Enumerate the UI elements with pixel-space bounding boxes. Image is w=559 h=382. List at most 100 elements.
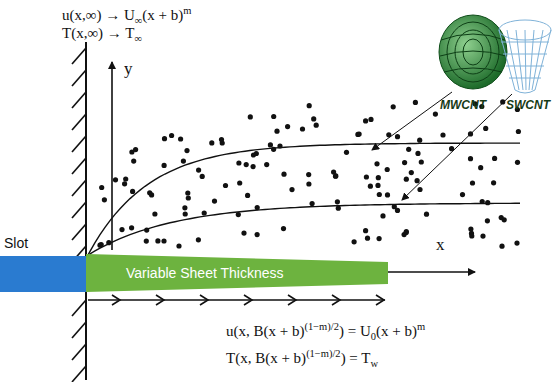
nanoparticle bbox=[147, 190, 152, 195]
nanoparticle bbox=[248, 114, 253, 119]
math-text: x bbox=[436, 235, 445, 254]
nanoparticle bbox=[391, 104, 396, 109]
nanoparticle bbox=[365, 236, 370, 241]
nanoparticle bbox=[516, 129, 521, 134]
math-text: SWCNT bbox=[506, 98, 550, 112]
subscript: ∞ bbox=[135, 15, 143, 26]
nanoparticle bbox=[413, 100, 418, 105]
nanoparticle bbox=[363, 228, 368, 233]
math-text: y bbox=[124, 59, 133, 78]
nanoparticle bbox=[468, 131, 473, 136]
nanoparticle bbox=[236, 160, 241, 165]
stretching-arrows bbox=[88, 295, 385, 305]
nanoparticle bbox=[415, 178, 420, 183]
nanoparticle bbox=[133, 147, 138, 152]
nanoparticle bbox=[220, 140, 225, 145]
sheet-label: Variable Sheet Thickness bbox=[126, 265, 283, 281]
nanoparticle bbox=[363, 118, 368, 123]
nanoparticle bbox=[336, 206, 341, 211]
nanoparticle bbox=[499, 215, 504, 220]
nanoparticle bbox=[307, 103, 312, 108]
nanoparticle bbox=[364, 174, 369, 179]
subscript: 0 bbox=[371, 331, 376, 342]
nanoparticle bbox=[385, 167, 390, 172]
nanoparticle bbox=[424, 212, 429, 217]
nanoparticle bbox=[417, 138, 422, 143]
nanoparticle bbox=[200, 174, 205, 179]
nanoparticle bbox=[460, 192, 465, 197]
nanoparticle bbox=[196, 168, 201, 173]
equation: T(x,∞) → T∞ bbox=[62, 24, 142, 48]
nanoparticle bbox=[144, 228, 149, 233]
superscript: m bbox=[417, 321, 425, 332]
mwcnt-icon bbox=[439, 15, 507, 89]
nanoparticle bbox=[277, 143, 282, 148]
nanoparticle bbox=[281, 172, 286, 177]
math-text: ) = U bbox=[339, 323, 371, 339]
swcnt-icon bbox=[499, 20, 551, 93]
x-axis bbox=[388, 271, 475, 273]
nanoparticle bbox=[236, 212, 241, 217]
subscript: w bbox=[370, 358, 378, 369]
nanoparticle bbox=[176, 243, 181, 248]
nanoparticle bbox=[500, 99, 505, 104]
nanoparticle bbox=[311, 116, 316, 121]
superscript: (1−m)/2 bbox=[306, 348, 341, 359]
nanoparticle bbox=[119, 227, 124, 232]
slot-label: Slot bbox=[4, 235, 28, 251]
nanoparticle bbox=[417, 187, 422, 192]
superscript: (1−m)/2 bbox=[304, 321, 339, 332]
nanoparticle bbox=[223, 183, 228, 188]
nanoparticle bbox=[499, 244, 504, 249]
nanoparticle bbox=[409, 170, 414, 175]
equation: T(x, B(x + b)(1−m)/2) = Tw bbox=[226, 345, 378, 373]
nanoparticle bbox=[480, 199, 485, 204]
nanoparticle bbox=[380, 213, 385, 218]
material-label: MWCNT bbox=[440, 96, 486, 114]
nanoparticle bbox=[306, 181, 311, 186]
nanoparticle bbox=[102, 197, 107, 202]
nanoparticle bbox=[244, 162, 249, 167]
nanoparticle bbox=[352, 239, 357, 244]
math-text: u(x, B(x + b) bbox=[226, 323, 304, 339]
nanoparticle bbox=[419, 159, 424, 164]
nanoparticle bbox=[492, 156, 497, 161]
y-axis bbox=[111, 62, 113, 250]
subscript: ∞ bbox=[135, 33, 143, 44]
nanoparticle bbox=[264, 162, 269, 167]
nanoparticle bbox=[469, 233, 474, 238]
nanoparticle bbox=[184, 148, 189, 153]
nanoparticle bbox=[251, 152, 256, 157]
nanoparticle bbox=[386, 132, 391, 137]
nanoparticle bbox=[186, 195, 191, 200]
nanoparticle bbox=[209, 140, 214, 145]
nanoparticle bbox=[377, 236, 382, 241]
nanoparticle bbox=[385, 192, 390, 197]
nanoparticle bbox=[169, 133, 174, 138]
nanoparticle bbox=[514, 241, 519, 246]
nanoparticle bbox=[113, 177, 118, 182]
leader-line bbox=[402, 94, 512, 200]
nanoparticle bbox=[344, 150, 349, 155]
nanoparticle bbox=[271, 147, 276, 152]
nanoparticle bbox=[404, 177, 409, 182]
nanoparticle bbox=[433, 112, 438, 117]
nanoparticle bbox=[162, 136, 167, 141]
nanoparticle bbox=[289, 187, 294, 192]
nanoparticle bbox=[241, 231, 246, 236]
nanoparticle bbox=[202, 210, 207, 215]
nanoparticle bbox=[155, 238, 160, 243]
nanoparticle bbox=[406, 147, 411, 152]
nanoparticle bbox=[181, 159, 186, 164]
boundary-layer-curve bbox=[90, 203, 520, 255]
math-text: T(x,∞) → T bbox=[62, 25, 135, 41]
nanoparticle bbox=[162, 163, 167, 168]
nanoparticle bbox=[99, 242, 104, 247]
math-text: (x + b) bbox=[376, 323, 417, 339]
nanoparticle bbox=[310, 201, 315, 206]
nanoparticle bbox=[402, 160, 407, 165]
nanoparticle bbox=[375, 183, 380, 188]
nanoparticle bbox=[468, 156, 473, 161]
nanoparticle bbox=[274, 129, 279, 134]
math-text: (x + b) bbox=[142, 7, 183, 23]
